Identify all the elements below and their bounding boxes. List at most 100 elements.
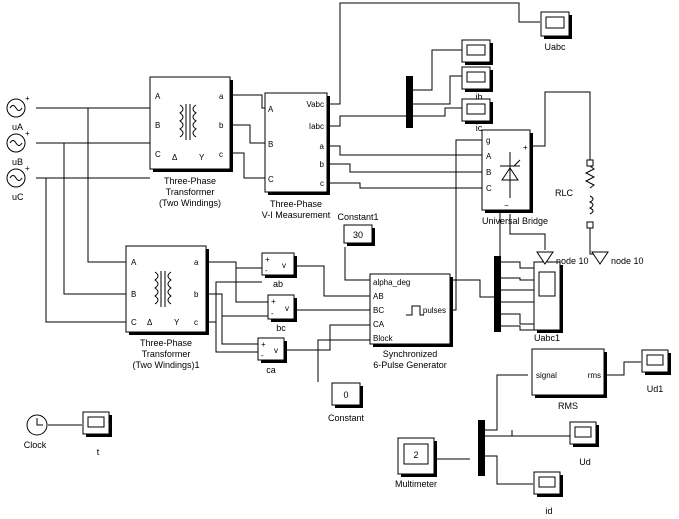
pg-port-ab: AB [373, 292, 384, 301]
multimeter-label: Multimeter [395, 479, 437, 489]
voltage-measurement-ab[interactable]: + - v ab [261, 252, 297, 289]
vi-port-Iabc: Iabc [309, 122, 324, 131]
rlc-branch[interactable]: RLC [555, 159, 596, 229]
scope-ud[interactable]: Ud [569, 421, 599, 467]
bridge-minus: − [504, 201, 509, 210]
vm-ca-v: v [274, 346, 278, 355]
t2-label-3: (Two Windings)1 [132, 360, 199, 370]
rlc-label: RLC [555, 188, 574, 198]
rms-port-out: rms [588, 371, 601, 380]
vm-bc-plus: + [271, 297, 276, 306]
t2-wye: Y [174, 318, 180, 327]
svg-text:+: + [25, 94, 30, 103]
vm-bc-minus: - [271, 309, 274, 318]
t2-label-2: Transformer [142, 349, 191, 359]
pulse-generator[interactable]: alpha_deg AB BC CA Block pulses Synchron… [369, 273, 453, 370]
pg-port-bc: BC [373, 306, 384, 315]
t2-delta: Δ [147, 318, 153, 327]
bridge-port-g: g [486, 136, 490, 145]
multimeter-block[interactable]: 2 Multimeter [395, 437, 437, 489]
vi-port-b: b [320, 160, 325, 169]
constant1-block[interactable]: 30 Constant1 [337, 212, 379, 246]
vm-ab-label: ab [273, 279, 283, 289]
t1-port-A: A [155, 92, 161, 101]
node-left-label: node 10 [556, 256, 589, 266]
pulse-icon [406, 305, 424, 316]
t2-label-1: Three-Phase [140, 338, 192, 348]
demux-bar-iabc[interactable] [406, 76, 413, 128]
transformer-1[interactable]: A B C a b c Δ Y Three-Phase Transformer … [149, 76, 233, 208]
voltage-measurement-ca[interactable]: + - v ca [257, 337, 287, 375]
constant-value: 0 [343, 390, 348, 400]
t2-port-b: b [194, 290, 199, 299]
vi-port-B: B [268, 140, 273, 149]
node-right-label: node 10 [611, 256, 644, 266]
source-label-uB: uB [12, 157, 23, 167]
transformer-2[interactable]: A B C a b c Δ Y Three-Phase Transformer … [125, 245, 209, 370]
scope-ud1-label: Ud1 [647, 384, 664, 394]
scope-ud-label: Ud [579, 457, 591, 467]
constant-label: Constant [328, 413, 365, 423]
node-10-right[interactable]: node 10 [591, 251, 644, 266]
scope-t[interactable]: t [82, 411, 112, 457]
vi-port-a: a [320, 142, 325, 151]
scope-ib-label: ib [475, 92, 482, 102]
scope-uabc-label: Uabc [544, 42, 566, 52]
transformer-coil-icon [154, 271, 172, 307]
vm-ab-v: v [282, 261, 286, 270]
scope-ic[interactable]: ic [461, 98, 493, 133]
t1-port-C: C [155, 150, 161, 159]
mux-bar-uabc1[interactable] [494, 256, 501, 332]
vm-ab-minus: - [265, 266, 268, 275]
vm-ca-plus: + [261, 340, 266, 349]
voltage-measurement-bc[interactable]: + - v bc [267, 294, 297, 333]
t2-port-c: c [194, 318, 198, 327]
thyristor-icon [500, 152, 521, 198]
clock-block[interactable]: Clock [24, 414, 48, 450]
inductor-icon [588, 195, 594, 215]
t1-label-3: (Two Windings) [159, 198, 221, 208]
wires [36, 2, 641, 485]
pg-port-ca: CA [373, 320, 385, 329]
scope-id[interactable]: id [533, 471, 563, 516]
pg-label-2: 6-Pulse Generator [373, 360, 447, 370]
t2-port-A: A [131, 258, 137, 267]
pg-port-block: Block [373, 334, 394, 343]
scope-ud1[interactable]: Ud1 [641, 349, 671, 394]
voltage-source-uA[interactable]: + uA [6, 94, 30, 132]
t1-port-B: B [155, 121, 160, 130]
demux-bar-multimeter[interactable] [478, 420, 485, 476]
vi-port-c: c [320, 179, 324, 188]
source-label-uC: uC [12, 192, 24, 202]
scope-uabc1-label: Uabc1 [534, 333, 560, 343]
universal-bridge[interactable]: g A B C + − Universal Bridge [481, 129, 548, 226]
pg-label-1: Synchronized [383, 349, 438, 359]
svg-text:+: + [25, 164, 30, 173]
t1-label-1: Three-Phase [164, 176, 216, 186]
transformer-coil-icon [179, 104, 197, 140]
scope-id-label: id [545, 506, 552, 516]
vi-port-A: A [268, 105, 274, 114]
node-10-left[interactable]: node 10 [536, 251, 589, 266]
rms-block[interactable]: signal rms RMS [531, 348, 607, 411]
scope-ib[interactable]: ib [461, 66, 493, 102]
voltage-source-uC[interactable]: + uC [6, 164, 30, 202]
bridge-label: Universal Bridge [482, 216, 548, 226]
constant1-label: Constant1 [337, 212, 378, 222]
voltage-source-uB[interactable]: + uB [6, 129, 30, 167]
bridge-port-A: A [486, 152, 492, 161]
resistor-icon [584, 165, 596, 189]
scope-ia[interactable]: ia [461, 39, 493, 76]
rms-label: RMS [558, 401, 578, 411]
svg-text:+: + [25, 129, 30, 138]
bridge-port-B: B [486, 168, 491, 177]
vm-ca-minus: - [261, 351, 264, 360]
constant-block[interactable]: 0 Constant [328, 382, 365, 423]
scope-ic-label: ic [476, 123, 483, 133]
scope-uabc1[interactable]: Uabc1 [533, 261, 563, 343]
vi-port-C: C [268, 175, 274, 184]
vi-measurement[interactable]: A B C Vabc Iabc a b c Three-Phase V-I Me… [262, 92, 331, 220]
scope-uabc[interactable]: Uabc [540, 11, 572, 52]
clock-icon [36, 418, 43, 426]
